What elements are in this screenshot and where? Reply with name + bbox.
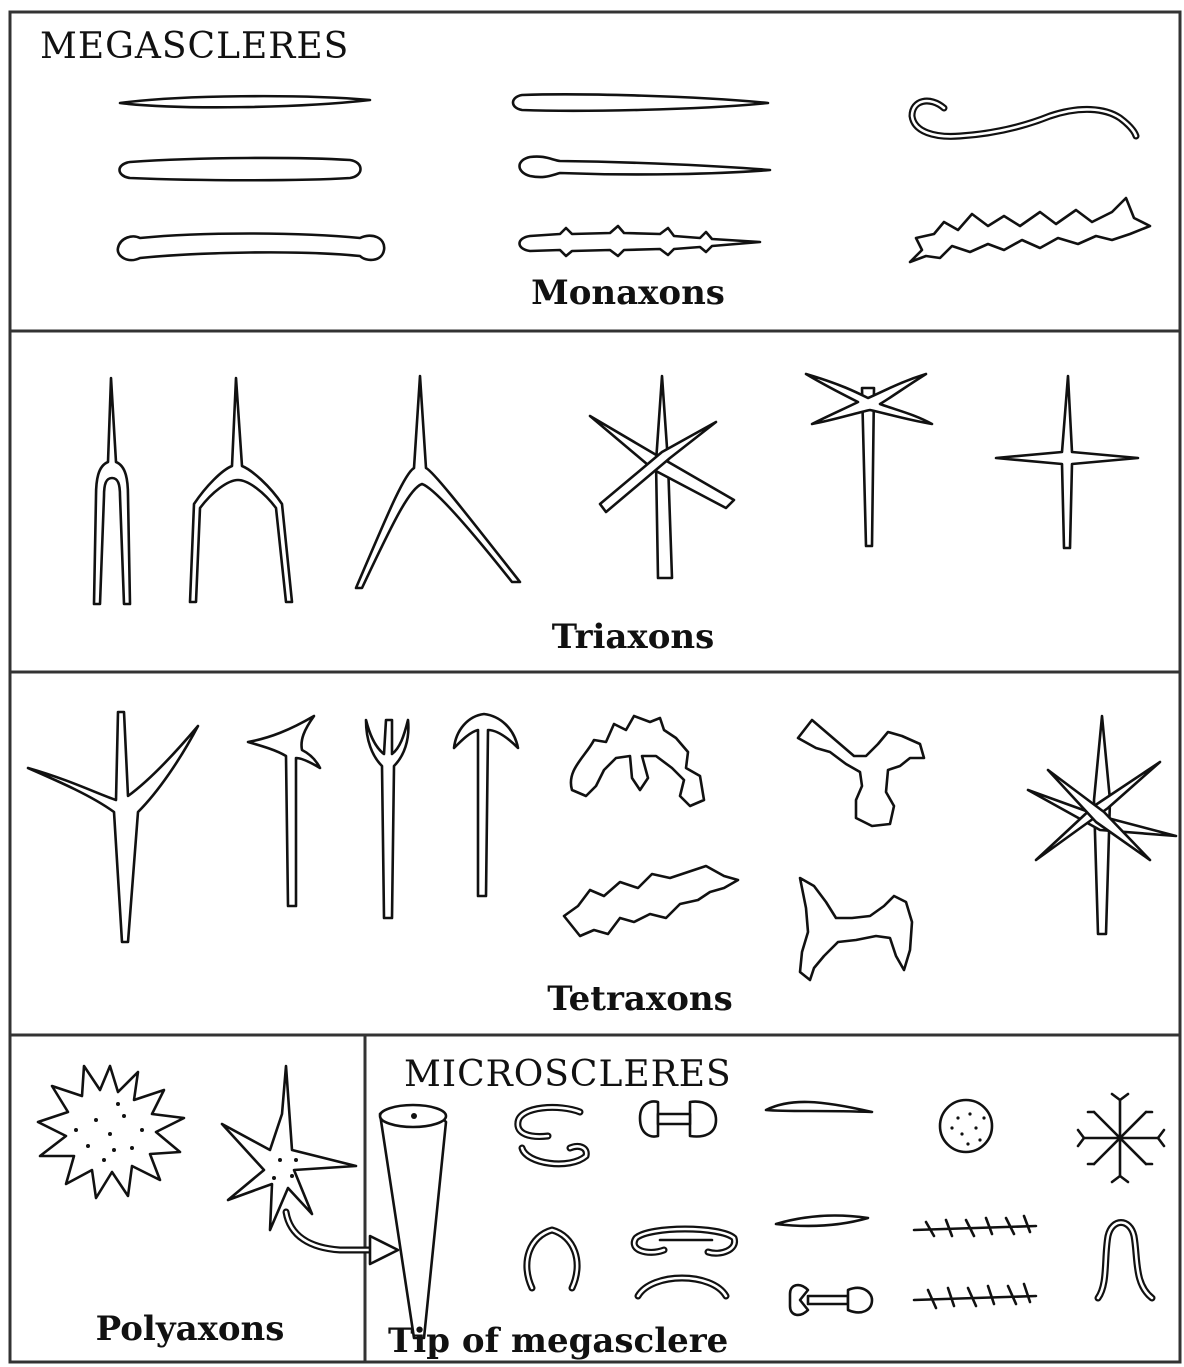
microscleres-heading: MICROSCLERES [404, 1054, 732, 1095]
desma-arch-spicule [571, 716, 704, 806]
tylote-spicule [118, 234, 384, 261]
spherical-polyaxon [38, 1066, 184, 1198]
megasclere-tip [380, 1105, 446, 1338]
tip-of-megasclere-label: Tip of megasclere [388, 1321, 728, 1361]
triaxon-tripod [356, 376, 520, 588]
oxea-spicule [120, 96, 370, 107]
arrow-to-tip-icon [286, 1212, 398, 1264]
anchor-spicule [454, 714, 518, 896]
triaene-spicule [248, 716, 320, 906]
calthrops-spicule [28, 712, 198, 942]
megascleres-heading: MEGASCLERES [40, 26, 349, 67]
strongyle-spicule [120, 158, 361, 180]
panel-frames [10, 12, 1180, 1362]
triaxons-label: Triaxons [552, 617, 715, 657]
triaxon-crossed-t [806, 374, 932, 546]
anchorate-spicule [790, 1285, 872, 1315]
triaxon-six-ray [590, 376, 734, 578]
spiny-rhabd-spicule [910, 198, 1150, 262]
oxeote-spicule [776, 1216, 868, 1226]
sphere-spicule [940, 1100, 992, 1152]
triaxon-cross [996, 376, 1138, 548]
triaxon-wide-fork [190, 378, 292, 602]
toxa-spicule [638, 1278, 726, 1296]
spined-microrhabd-spicule [914, 1216, 1036, 1308]
triaxon-narrow-fork [94, 378, 130, 604]
microxea-spicule [766, 1102, 872, 1112]
hooked-spicule [912, 101, 1136, 136]
desma-lobed-spicule [564, 866, 738, 936]
sigma-spicule [518, 1107, 586, 1163]
monaxons-panel: MEGASCLERES Monaxons [40, 26, 1150, 313]
amphidisc-spicule [640, 1102, 716, 1137]
sigmaspire-spicule [1098, 1223, 1152, 1299]
polyaxons-label: Polyaxons [96, 1309, 285, 1349]
tetraxon-star [1028, 716, 1176, 934]
desma-triradiate-spicule [798, 720, 924, 826]
tetraxons-label: Tetraxons [547, 979, 733, 1019]
trident-spicule [366, 720, 408, 918]
tylostyle-spicule [520, 157, 771, 178]
branched-aster-spicule [1078, 1094, 1164, 1182]
tetraxons-panel: Tetraxons [28, 712, 1176, 1019]
triaxons-panel: Triaxons [94, 374, 1138, 657]
polyaxons-panel: Polyaxons [38, 1066, 398, 1349]
monaxons-label: Monaxons [531, 273, 725, 313]
acanthostyle-spicule [520, 226, 761, 256]
microscleres-panel: MICROSCLERES Tip of megasclere [380, 1054, 1164, 1361]
desma-clamp-spicule [800, 878, 912, 980]
style-spicule [513, 94, 768, 110]
chela-spicule [527, 1230, 577, 1288]
birotulate-spicule [634, 1229, 734, 1253]
star-polyaxon [222, 1066, 356, 1230]
